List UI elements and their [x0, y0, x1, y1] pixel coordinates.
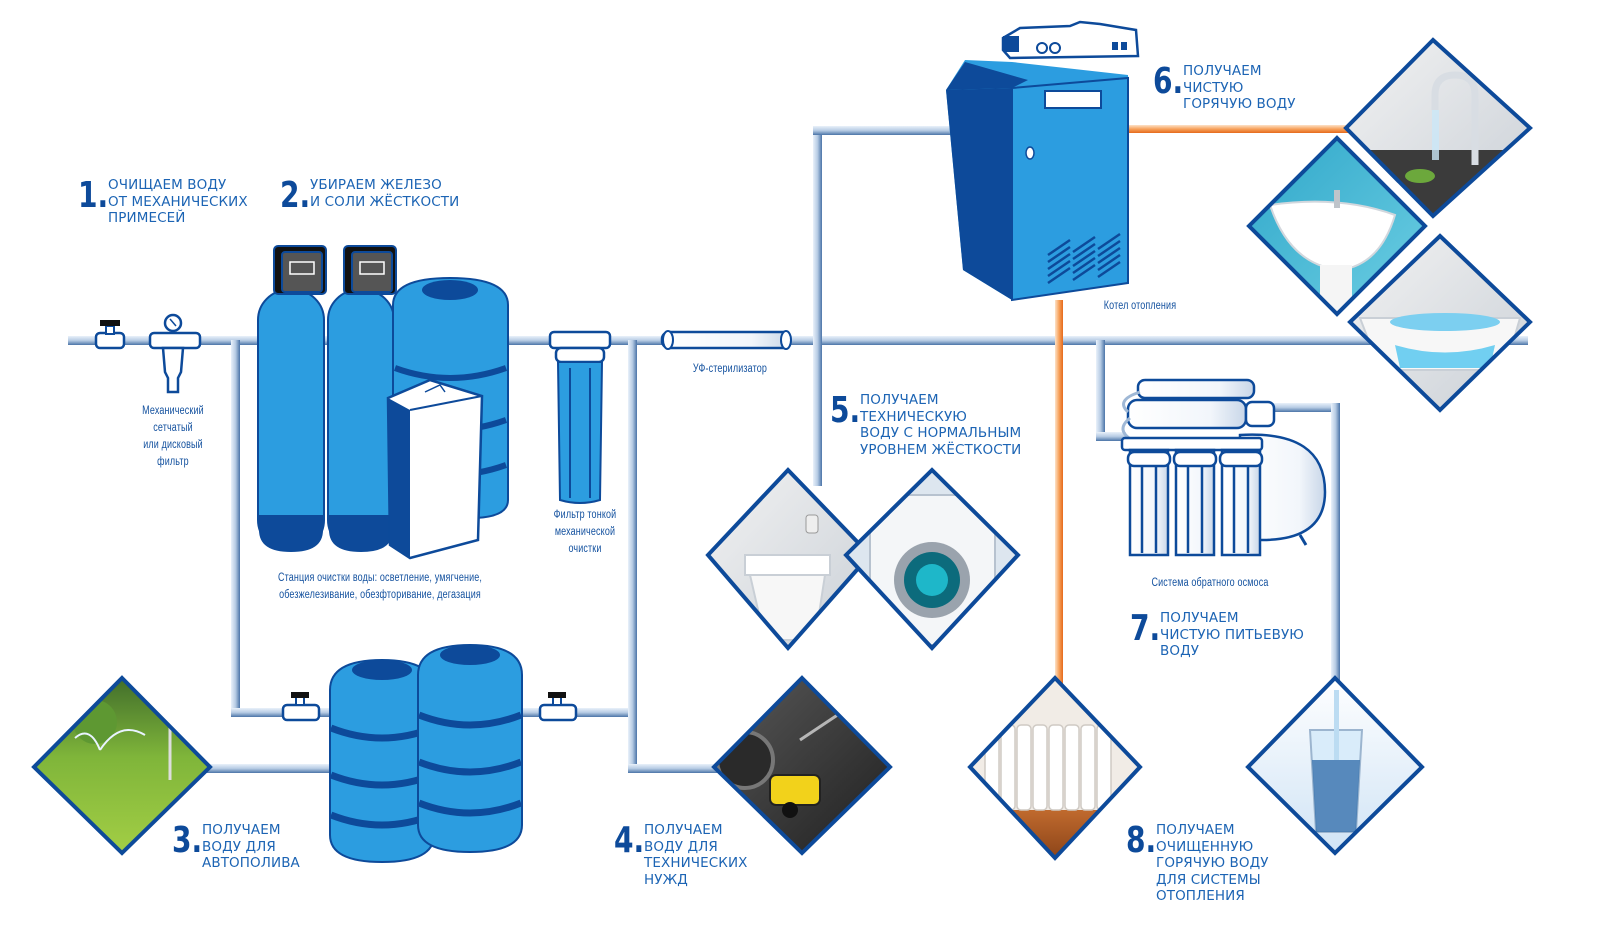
step-2: 2. Убираем железо и соли жёсткости [280, 175, 460, 216]
caption-mechanical-filter: Механический сетчатый или дисковый фильт… [142, 405, 204, 468]
step-4: 4. Получаем воду для технических нужд [614, 822, 748, 888]
caption-treatment-station: Станция очистки воды: осветление, умягче… [277, 572, 483, 601]
step-number: 7. [1130, 608, 1161, 649]
step-text: Получаем воду для автополива [202, 822, 300, 871]
step-3: 3. Получаем воду для автополива [172, 822, 300, 872]
step-text: Получаем чистую горячую воду [1183, 63, 1296, 112]
storage-tanks [281, 643, 578, 864]
caption-uv-sterilizer: УФ-стерилизатор [692, 363, 768, 375]
uv-sterilizer [660, 330, 792, 350]
step-text: Получаем техническую воду с нормальным у… [860, 392, 1022, 458]
step-7: 7. Получаем чистую питьевую воду [1130, 610, 1304, 660]
tank-inlet-valve [281, 692, 321, 722]
step-number: 2. [280, 175, 311, 216]
caption-reverse-osmosis: Система обратного осмоса [1151, 577, 1269, 589]
boiler-burner [1001, 20, 1140, 60]
step-1: 1. Очищаем воду от механических примесей [78, 177, 248, 227]
step-text: Очищаем воду от механических примесей [108, 177, 248, 226]
step-text: Получаем чистую питьевую воду [1160, 610, 1304, 659]
photo-washing-machine [843, 467, 1021, 651]
mechanical-filter [148, 313, 202, 394]
step-number: 4. [614, 820, 645, 861]
photo-water-glass [1245, 675, 1425, 856]
caption-fine-filter: Фильтр тонкой механической очистки [553, 509, 617, 555]
step-8: 8. Получаем очищенную горячую воду для с… [1126, 822, 1269, 905]
inlet-valve [94, 320, 126, 350]
step-number: 1. [78, 175, 109, 216]
reverse-osmosis-system [1120, 378, 1327, 557]
ro-cartridges [1126, 448, 1264, 557]
filter-column-1 [257, 245, 327, 552]
step-number: 5. [830, 390, 861, 431]
step-number: 3. [172, 820, 203, 861]
treatment-station [257, 245, 509, 560]
heating-boiler [946, 20, 1140, 302]
photo-radiator [967, 675, 1143, 861]
step-text: Убираем железо и соли жёсткости [310, 177, 460, 210]
caption-boiler: Котел отопления [1103, 300, 1177, 312]
fine-filter [548, 330, 612, 504]
step-6: 6. Получаем чистую горячую воду [1153, 63, 1296, 113]
step-text: Получаем воду для технических нужд [644, 822, 748, 888]
step-text: Получаем очищенную горячую воду для сист… [1156, 822, 1269, 904]
storage-tank-right [417, 643, 523, 854]
tank-outlet-valve [538, 692, 578, 722]
step-5: 5. Получаем техническую воду с нормальны… [830, 392, 1021, 458]
filter-column-2 [327, 245, 397, 552]
step-number: 6. [1153, 61, 1184, 102]
salt-bag [386, 378, 484, 560]
hot-water-pipes [1055, 125, 1358, 690]
step-number: 8. [1126, 820, 1157, 861]
